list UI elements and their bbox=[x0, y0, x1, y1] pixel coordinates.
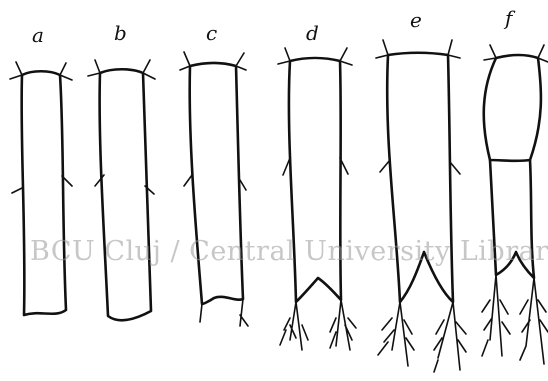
specimen-e: e bbox=[376, 8, 466, 372]
panel-label-e: e bbox=[410, 8, 422, 32]
panel-label-f: f bbox=[503, 6, 516, 30]
panel-label-b: b bbox=[114, 21, 127, 45]
panel-label-c: c bbox=[206, 21, 217, 45]
specimen-a: a bbox=[10, 23, 72, 315]
specimen-b: b bbox=[88, 21, 155, 320]
specimen-f: f bbox=[482, 6, 548, 364]
specimen-c: c bbox=[180, 21, 248, 326]
panel-label-d: d bbox=[306, 21, 319, 45]
specimen-d: d bbox=[278, 21, 356, 350]
panel-label-a: a bbox=[32, 23, 44, 47]
